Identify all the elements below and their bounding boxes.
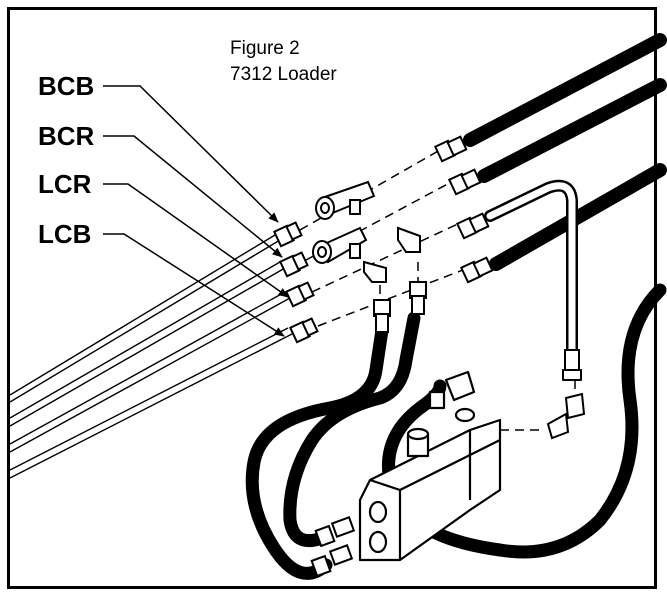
tee-fitting-lower — [312, 226, 368, 264]
hose-end-lcb — [288, 317, 319, 344]
control-valve — [358, 370, 502, 562]
valve-port-fittings — [310, 516, 356, 578]
hose-end-lcr — [284, 281, 315, 308]
callout-label-bcb: BCB — [38, 71, 95, 101]
tee-fittings — [312, 180, 421, 283]
leader-lcb — [103, 233, 285, 337]
elbow-fitting-2 — [363, 260, 387, 283]
vertical-hose-fittings — [373, 281, 427, 333]
elbow-fitting-1 — [397, 226, 421, 253]
leader-bcr — [103, 135, 283, 258]
leader-lcr — [103, 183, 289, 298]
tractor-hoses — [463, 33, 667, 271]
callout-leaders — [103, 85, 289, 337]
loader-line-bundle — [9, 234, 293, 479]
callout-label-bcr: BCR — [38, 121, 95, 151]
return-hose-loop — [382, 283, 667, 559]
right-elbow-fitting — [546, 392, 586, 440]
figure-title: Figure 2 — [230, 38, 300, 59]
figure-subtitle: 7312 Loader — [230, 64, 337, 85]
hose-end-bcr — [278, 251, 309, 278]
tractor-hose-fittings — [433, 135, 494, 284]
loader-hose-ends — [272, 221, 319, 344]
leader-bcb — [103, 85, 279, 223]
valve-supply-hoses — [245, 311, 421, 580]
hose-end-bcb — [272, 221, 303, 248]
callout-label-lcr: LCR — [38, 169, 92, 199]
steel-tube — [484, 179, 582, 381]
tee-fitting-upper — [315, 180, 376, 220]
callout-label-lcb: LCB — [38, 219, 92, 249]
